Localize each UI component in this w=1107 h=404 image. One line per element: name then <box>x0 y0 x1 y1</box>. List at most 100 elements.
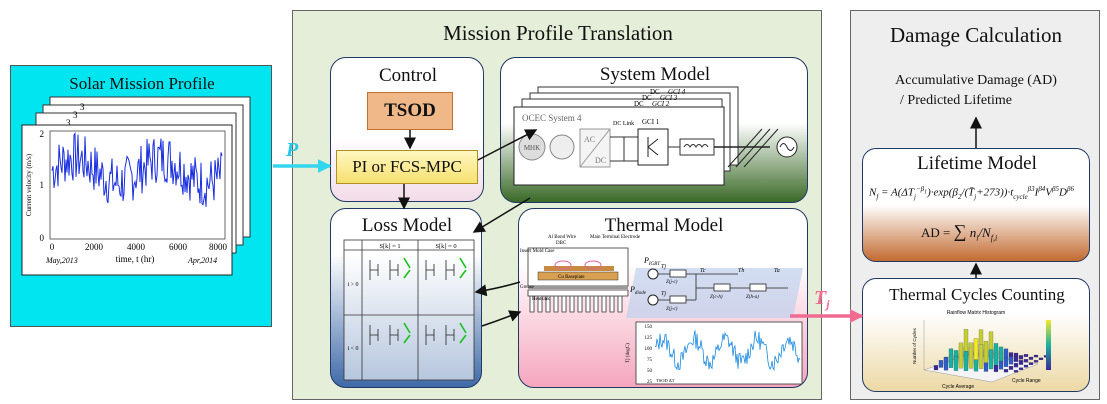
label-grease: Grease <box>520 285 535 290</box>
tj-y-axis-label: Tj (degC) <box>626 343 631 363</box>
loss-row-header-1: i > 0 <box>347 282 358 288</box>
loss-to-thermal-arrow <box>481 310 522 327</box>
loss-col-header-2: S[k] = 0 <box>435 243 456 250</box>
controller-block: PI or FCS-MPC <box>336 150 478 184</box>
hist-bar-61 <box>1038 357 1044 361</box>
hist-bar-53 <box>1023 359 1029 363</box>
control-title: Control <box>378 65 438 86</box>
lifetime-model-box: Lifetime Model Nf = A(ΔTj−β1)·exp(β2/(T̄… <box>862 148 1090 262</box>
hist-bar-43 <box>998 360 1004 370</box>
stack-label-3: 3 <box>66 118 71 128</box>
thermal-model-diagram: Al Bond Wire DBC Main Terminal Electrode… <box>520 235 803 385</box>
hist-z-label: Number of Cycles <box>912 327 917 364</box>
stack-label-1: 3 <box>80 102 85 112</box>
solar-panel-title: Solar Mission Profile <box>69 74 215 93</box>
tj-temperature-trace <box>654 330 801 371</box>
hist-bar-8 <box>948 348 954 368</box>
loss-circuit-cell-2 <box>425 257 467 280</box>
hist-bar-56 <box>1013 370 1019 373</box>
z-label-3: Z(c-h) <box>710 295 723 300</box>
tj-tick-75: 75 <box>647 358 653 363</box>
lifetime-equation: Nf = A(ΔTj−β1)·exp(β2/(T̄j+273))·tcycleβ… <box>869 185 1074 201</box>
hist-bar-60 <box>1033 360 1039 363</box>
z-ha <box>749 283 767 292</box>
grid-sine-icon <box>779 143 795 151</box>
module-heatsink <box>527 289 629 313</box>
bond-wire-2 <box>584 260 602 270</box>
hist-x-label: Cycle Average <box>942 384 974 390</box>
bus-hatch-2 <box>735 128 771 168</box>
tsod-block: TSOD <box>367 92 453 130</box>
hist-colorbar <box>1046 320 1051 370</box>
gci-label-3: GCI 3 <box>660 94 678 102</box>
stack-label-2: 3 <box>73 110 78 120</box>
z-ch <box>713 283 731 292</box>
hist-title: Rainflow Matrix Histogram <box>947 310 1005 316</box>
hist-bar-59 <box>1028 362 1034 366</box>
p-diode-label: Pdiode <box>629 285 647 296</box>
tj-arrow-label: Tj <box>814 287 830 311</box>
hist-bar-49 <box>1003 369 1009 373</box>
hist-bar-14 <box>953 356 959 371</box>
lifetime-model-title: Lifetime Model <box>917 153 1037 174</box>
solar-y-axis-label: Current velocity (m/s) <box>25 153 33 216</box>
bus-hatch-3 <box>743 128 779 168</box>
hist-bar-36 <box>988 349 994 370</box>
z-label-1: Z(j-c) <box>666 280 678 285</box>
hist-y-label: Cycle Range <box>1012 378 1041 384</box>
module-dbc <box>544 266 614 271</box>
solar-x-tick-3: 6000 <box>169 242 188 252</box>
hist-bar-45 <box>1008 356 1014 365</box>
t-label-1: Tj <box>661 264 666 270</box>
dc-label-3: DC <box>642 94 652 102</box>
hist-bar-22 <box>968 342 974 369</box>
solar-y-tick-1: 1 <box>40 180 45 190</box>
hist-bar-51 <box>1013 362 1019 368</box>
hist-bar-48 <box>1023 354 1029 357</box>
solar-x-tick-0: 0 <box>50 242 55 252</box>
loss-circuit-cell-3 <box>369 322 411 345</box>
module-grease <box>528 286 628 289</box>
t-label-5: Ta <box>774 268 780 274</box>
label-bond-wire: Al Bond Wire <box>548 235 577 240</box>
hist-bar-28 <box>973 359 979 372</box>
thermal-to-loss-arrow <box>474 281 521 297</box>
mhk-label: MHK <box>524 144 540 152</box>
label-heatsink: Heatsink <box>532 297 550 302</box>
tsod-delta-note: TSOD ΔT <box>656 378 675 383</box>
system-to-loss-arrow <box>472 197 531 233</box>
filter-inductor-icon <box>683 144 709 148</box>
ad-eq-lhs: AD = <box>921 225 951 240</box>
label-dbc: DBC <box>556 241 567 246</box>
solar-y-tick-2: 2 <box>40 129 45 139</box>
gci-label-4: GCI 4 <box>668 88 686 96</box>
rainflow-histogram: Rainflow Matrix Histogram Number of Cycl… <box>912 310 1051 390</box>
label-main-terminal: Main Terminal Electrode <box>590 235 641 240</box>
loss-circuit-cell-1 <box>369 257 411 280</box>
ad-text-line2: / Predicted Lifetime <box>900 93 1012 108</box>
z-jc-igbt <box>669 269 687 278</box>
loss-row-header-2: i < 0 <box>347 346 358 352</box>
hist-bar-57 <box>1018 367 1024 370</box>
z-label-2: Z(j-c) <box>666 307 678 312</box>
generator-icon <box>549 134 575 160</box>
rectifier-dc-label: DC <box>595 156 606 165</box>
t-label-2: Tj <box>661 291 666 297</box>
controller-label: PI or FCS-MPC <box>352 157 462 176</box>
t-label-4: Th <box>738 268 744 274</box>
bond-wire-1 <box>554 260 572 270</box>
thermal-cycles-title: Thermal Cycles Counting <box>889 285 1065 304</box>
hist-bar-55 <box>1033 354 1039 358</box>
ad-text-line1: Accumulative Damage (AD) <box>895 73 1057 88</box>
p-igbt-label: PIGBT <box>643 256 661 267</box>
solar-end-label: Apr,2014 <box>187 256 217 265</box>
translation-title: Mission Profile Translation <box>443 21 673 45</box>
controller-to-system-arrow <box>477 129 538 161</box>
tj-plot-frame <box>635 321 803 385</box>
hist-bar-29 <box>978 344 984 369</box>
hist-bar-52 <box>1018 360 1024 365</box>
hist-bars <box>933 329 1049 373</box>
damage-title: Damage Calculation <box>889 23 1063 47</box>
hist-bar-46 <box>1013 355 1019 362</box>
solar-start-label: May,2013 <box>45 256 78 265</box>
